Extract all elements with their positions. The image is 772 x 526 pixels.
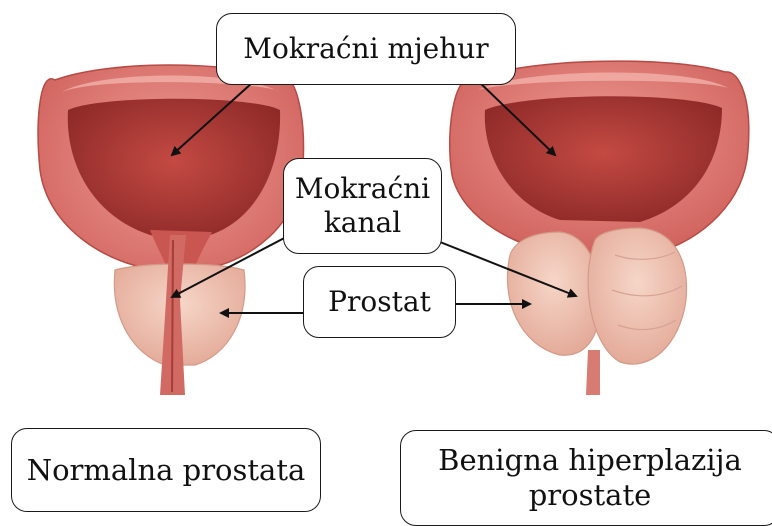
caption-bph-line2: prostate <box>438 478 742 513</box>
bph-prostate-lobe-left <box>507 232 600 355</box>
label-urethra-line2: kanal <box>295 206 430 240</box>
label-prostate-text: Prostat <box>328 285 431 319</box>
label-bladder: Mokraćni mjehur <box>216 13 516 85</box>
label-bladder-text: Mokraćni mjehur <box>243 32 488 66</box>
bph-organ-illustration <box>450 61 749 395</box>
normal-organ-illustration <box>38 65 303 395</box>
caption-normal-text: Normalna prostata <box>27 453 306 488</box>
caption-bph-line1: Benigna hiperplazija <box>438 443 742 478</box>
caption-bph: Benigna hiperplazija prostate <box>400 430 772 526</box>
label-urethra-line1: Mokraćni <box>295 172 430 206</box>
caption-normal-prostate: Normalna prostata <box>11 428 321 512</box>
bph-urethra <box>586 350 600 395</box>
label-prostate: Prostat <box>303 266 456 338</box>
label-urethra: Mokraćni kanal <box>283 158 442 254</box>
